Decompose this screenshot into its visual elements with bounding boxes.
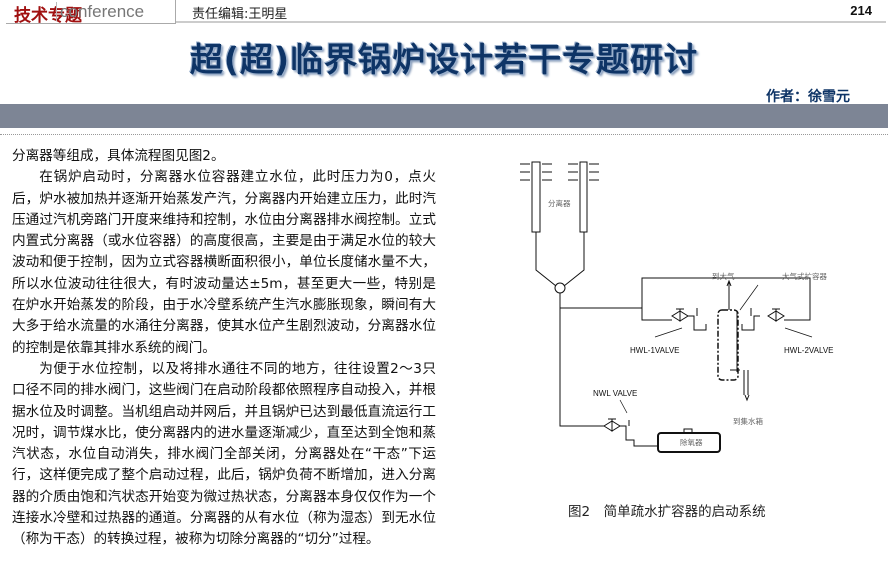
paragraph: 分离器等组成，具体流程图见图2。 — [12, 148, 225, 164]
main-drain-pipe — [559, 293, 604, 427]
deaerator-dome — [683, 428, 693, 433]
label-to-atmosphere: 到大气 — [712, 271, 735, 281]
section-logo-en: conference — [60, 2, 145, 21]
decorative-band — [0, 104, 888, 128]
dotted-divider — [0, 134, 888, 135]
logo-border — [175, 0, 176, 24]
label-hwl1-valve: HWL-1VALVE — [630, 346, 680, 355]
label-hwl2-valve: HWL-2VALVE — [784, 346, 834, 355]
hwl1-valve-icon — [671, 308, 689, 322]
label-to-tank: 到集水箱 — [733, 416, 763, 426]
junction-icon — [554, 282, 566, 294]
flash-tank — [717, 309, 739, 381]
logo-underline — [6, 23, 176, 24]
flow-arrows — [520, 163, 599, 181]
editor-credit: 责任编辑:王明星 — [192, 7, 288, 22]
leader-lines — [619, 284, 813, 414]
separator-left — [531, 161, 541, 233]
page-number: 214 — [850, 3, 872, 18]
label-flash-tank: 大气式扩容器 — [782, 271, 827, 281]
label-nwl-valve: NWL VALVE — [593, 389, 637, 398]
label-separator: 分离器 — [548, 198, 571, 208]
paragraph: 在锅炉启动时，分离器水位容器建立水位，此时压力为0，点火后，炉水被加热并逐渐开始… — [12, 169, 436, 356]
nwl-valve-icon — [603, 418, 621, 432]
valve-piping — [620, 308, 760, 447]
deaerator — [657, 432, 721, 453]
figure-caption: 图2 简单疏水扩容器的启动系统 — [568, 504, 766, 520]
article-title: 超(超)临界锅炉设计若干专题研讨 — [189, 40, 699, 79]
logo-divider — [56, 2, 57, 21]
article-author: 作者：徐雪元 — [766, 89, 850, 105]
header-rule — [176, 21, 886, 23]
flash-tank-outlets — [726, 279, 750, 402]
separator-right — [579, 161, 588, 233]
hwl2-valve-icon — [767, 308, 785, 322]
section-logo: 技术专题 — [14, 6, 82, 26]
separator-outlets — [535, 232, 585, 287]
label-deaerator: 除氧器 — [680, 437, 703, 447]
article-body: 分离器等组成，具体流程图见图2。 在锅炉启动时，分离器水位容器建立水位，此时压力… — [12, 146, 436, 551]
paragraph: 为便于水位控制，以及将排水通往不同的地方，往往设置2～3只口径不同的排水阀门，这… — [12, 360, 436, 548]
flash-tank-loop — [560, 277, 811, 321]
